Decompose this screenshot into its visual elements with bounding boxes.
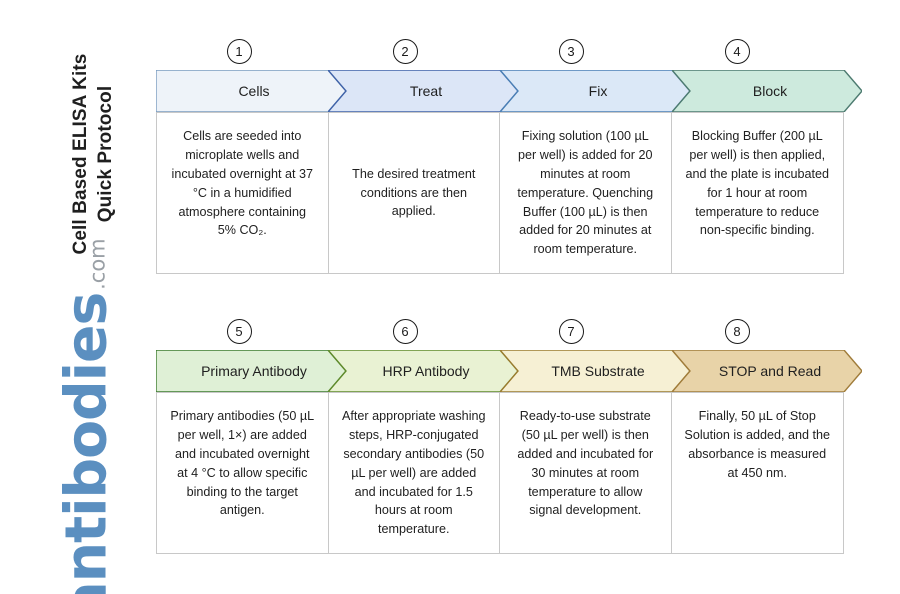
step-number-badge-7: 7: [558, 318, 584, 344]
step-number-badge-1: 1: [226, 38, 252, 64]
step-arrow-label: Fix: [588, 83, 608, 99]
step-arrow-label: STOP and Read: [718, 363, 822, 379]
step-number-cell: 4: [654, 32, 820, 70]
step-arrow-7[interactable]: TMB Substrate: [500, 350, 690, 392]
step-description-2: The desired treatment conditions are the…: [329, 113, 500, 273]
step-number-cell: 7: [488, 312, 654, 350]
step-description-text: The desired treatment conditions are the…: [352, 166, 476, 219]
step-description-text: Primary antibodies (50 µL per well, 1×) …: [170, 409, 315, 518]
step-description-text: Ready-to-use substrate (50 µL per well) …: [517, 409, 654, 518]
step-arrow-8[interactable]: STOP and Read: [672, 350, 862, 392]
step-arrow-label: Primary Antibody: [201, 363, 307, 379]
step-description-7: Ready-to-use substrate (50 µL per well) …: [500, 393, 672, 553]
step-description-text: After appropriate washing steps, HRP-con…: [341, 409, 486, 537]
step-number-badge-8: 8: [724, 318, 750, 344]
step-description-8: Finally, 50 µL of Stop Solution is added…: [672, 393, 844, 553]
step-number-cell: 5: [156, 312, 322, 350]
step-arrow-1[interactable]: Cells: [156, 70, 346, 112]
step-description-text: Blocking Buffer (200 µL per well) is the…: [685, 129, 830, 238]
step-description-text: Finally, 50 µL of Stop Solution is added…: [684, 409, 831, 480]
step-description-row-2: Primary antibodies (50 µL per well, 1×) …: [156, 392, 844, 554]
step-arrow-5[interactable]: Primary Antibody: [156, 350, 346, 392]
step-arrow-2[interactable]: Treat: [328, 70, 518, 112]
step-description-6: After appropriate washing steps, HRP-con…: [329, 393, 500, 553]
step-number-cell: 1: [156, 32, 322, 70]
step-number-cell: 6: [322, 312, 488, 350]
step-number-badge-6: 6: [392, 318, 418, 344]
logo-tld: .com: [85, 238, 110, 290]
step-arrow-6[interactable]: HRP Antibody: [328, 350, 518, 392]
step-number-cell: 2: [322, 32, 488, 70]
step-description-text: Fixing solution (100 µL per well) is add…: [517, 129, 654, 257]
step-number-badge-3: 3: [558, 38, 584, 64]
step-number-badge-2: 2: [392, 38, 418, 64]
step-arrow-row-2: Primary Antibody HRP Antibody TMB Substrat…: [156, 350, 862, 392]
step-description-4: Blocking Buffer (200 µL per well) is the…: [672, 113, 844, 273]
step-description-row-1: Cells are seeded into microplate wells a…: [156, 112, 844, 274]
logo-wordmark: antibodies: [53, 292, 120, 594]
step-arrow-label: Cells: [238, 83, 270, 99]
brand-logo: antibodies .com: [28, 238, 146, 594]
page-title-line-2: Quick Protocol: [95, 85, 116, 223]
step-number-cell: 8: [654, 312, 820, 350]
step-description-text: Cells are seeded into microplate wells a…: [171, 129, 313, 238]
step-arrow-4[interactable]: Block: [672, 70, 862, 112]
step-description-5: Primary antibodies (50 µL per well, 1×) …: [157, 393, 329, 553]
step-number-badge-5: 5: [226, 318, 252, 344]
step-arrow-3[interactable]: Fix: [500, 70, 690, 112]
protocol-row-2: 5 6 7 8 Primary Antibody HRP Antibody TMB Sub…: [156, 312, 862, 554]
protocol-row-1: 1 2 3 4 Cells Treat Fix Block Cells are seeded…: [156, 32, 862, 274]
step-arrow-row-1: Cells Treat Fix Block: [156, 70, 862, 112]
step-arrow-label: Treat: [409, 83, 443, 99]
step-description-3: Fixing solution (100 µL per well) is add…: [500, 113, 672, 273]
page-title-line-1: Cell Based ELISA Kits: [69, 53, 91, 255]
step-arrow-label: Block: [752, 83, 788, 99]
step-number-cell: 3: [488, 32, 654, 70]
step-description-1: Cells are seeded into microplate wells a…: [157, 113, 329, 273]
step-arrow-label: TMB Substrate: [551, 363, 645, 379]
step-number-row-1: 1 2 3 4: [156, 32, 844, 70]
step-number-row-2: 5 6 7 8: [156, 312, 844, 350]
step-arrow-label: HRP Antibody: [382, 363, 470, 379]
step-number-badge-4: 4: [724, 38, 750, 64]
